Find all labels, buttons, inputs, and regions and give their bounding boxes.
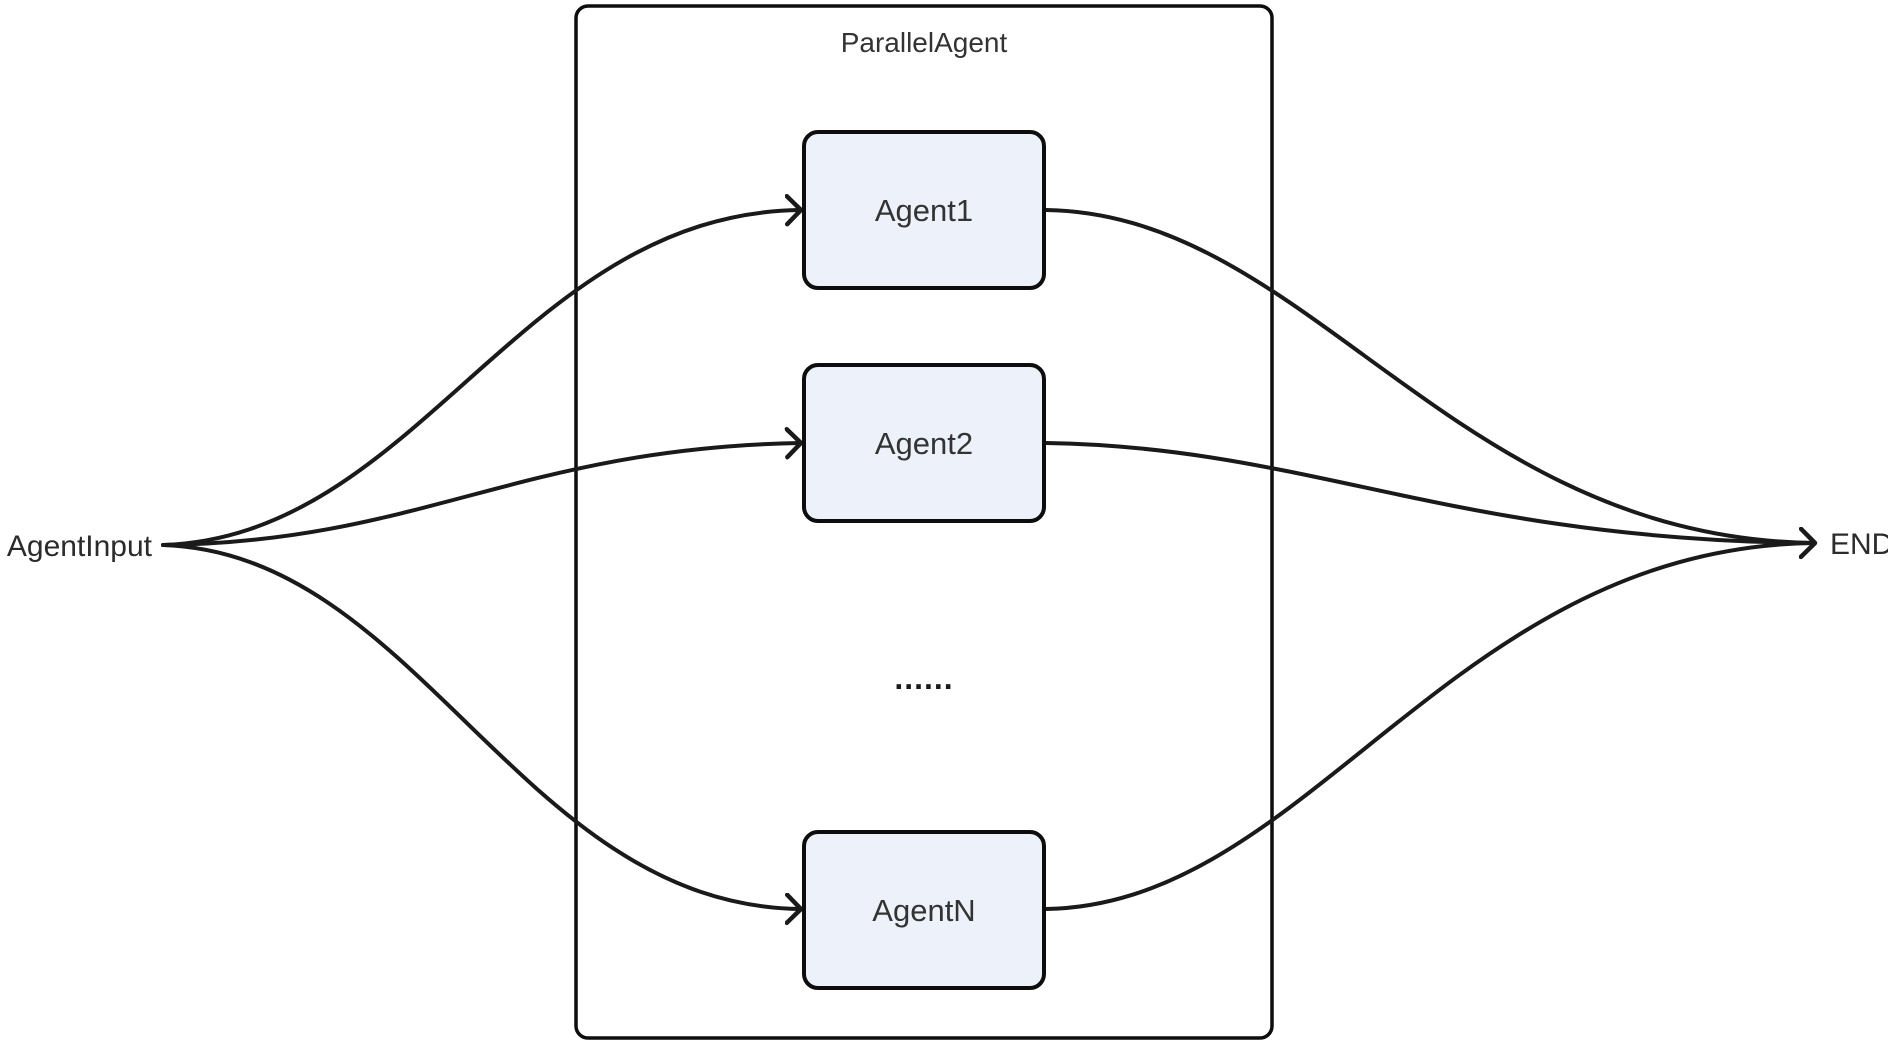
node-agentN-label: AgentN xyxy=(872,893,975,928)
node-agent1-box xyxy=(802,130,1046,290)
edge-agent1-to-end xyxy=(1044,208,1816,545)
edge-agent2-to-end xyxy=(1044,441,1814,543)
node-agent2-box xyxy=(802,363,1046,523)
node-agent1-label: Agent1 xyxy=(875,193,973,228)
edge-input-to-agent1 xyxy=(161,210,800,547)
end-label: END xyxy=(1830,528,1888,561)
node-agent1: Agent1 xyxy=(802,130,1046,290)
node-agentN: AgentN xyxy=(802,830,1046,990)
node-agent2-label: Agent2 xyxy=(875,426,973,461)
container-title: ParallelAgent xyxy=(841,27,1008,58)
ellipsis-label: ...... xyxy=(894,660,953,696)
node-agent2: Agent2 xyxy=(802,363,1046,523)
edge-agentN-to-end xyxy=(1044,541,1816,911)
edge-input-to-agent2 xyxy=(161,443,800,547)
edge-input-to-agentN xyxy=(161,543,800,909)
agent-input-label: AgentInput xyxy=(7,530,153,563)
node-agentN-box xyxy=(802,830,1046,990)
